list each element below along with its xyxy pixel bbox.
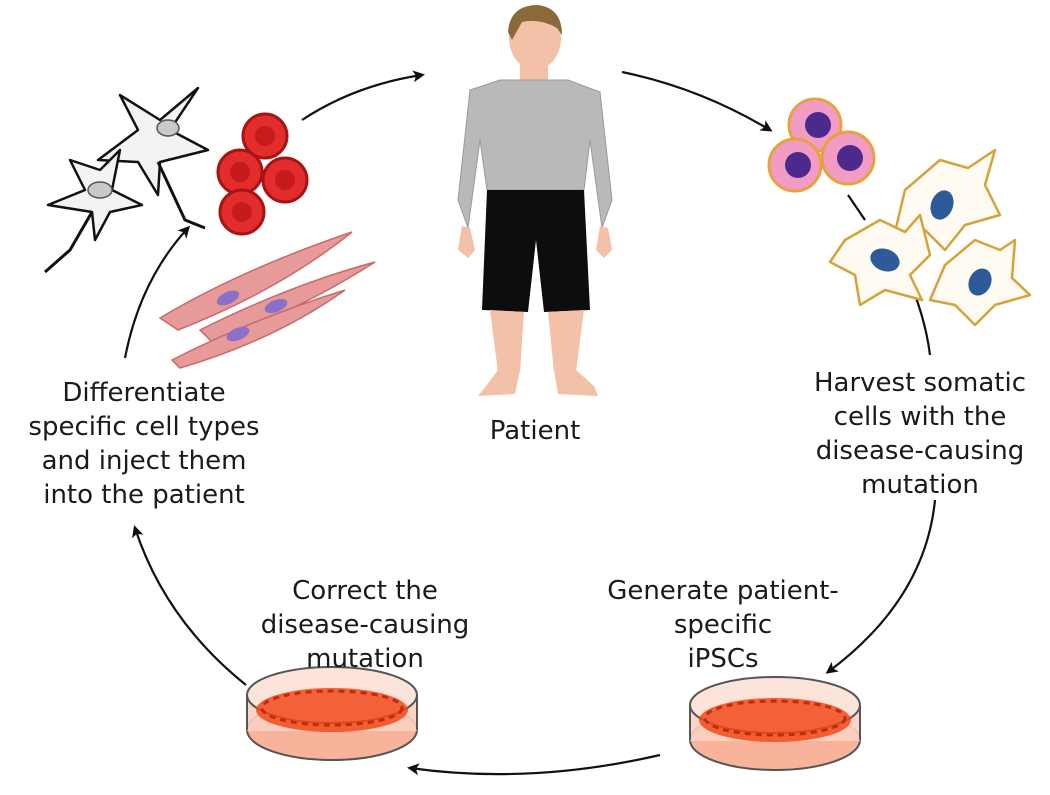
petri-dish-generate xyxy=(689,676,861,771)
arrow-differentiate-to-cells xyxy=(123,225,191,359)
differentiate-line-1: Differentiate xyxy=(62,378,226,408)
harvest-line-3: disease-causing xyxy=(815,436,1025,466)
harvest-line-1: Harvest somatic xyxy=(814,368,1026,398)
patient-figure xyxy=(457,5,613,396)
correct-line-1: Correct the xyxy=(292,576,438,606)
patient-label-text: Patient xyxy=(489,416,581,446)
differentiate-line-3: and inject them xyxy=(41,446,247,476)
harvest-step-label: Harvest somatic cells with the disease-c… xyxy=(790,366,1050,502)
differentiate-line-4: into the patient xyxy=(43,480,245,510)
differentiate-step-label: Differentiate specific cell types and in… xyxy=(4,376,284,512)
arrow-generate-to-correct xyxy=(407,753,661,776)
generate-line-1: Generate patient- xyxy=(607,576,839,606)
generate-line-3: iPSCs xyxy=(687,644,759,674)
arrow-harvest-to-generate xyxy=(825,499,937,674)
arrow-correct-to-differentiate xyxy=(132,525,247,686)
harvest-line-2: cells with the xyxy=(833,402,1007,432)
somatic-round-cells xyxy=(767,97,876,193)
patient-label: Patient xyxy=(470,414,600,448)
harvest-line-4: mutation xyxy=(861,470,979,500)
petri-dish-correct xyxy=(246,666,418,761)
correct-step-label: Correct the disease-causing mutation xyxy=(230,574,500,676)
generate-step-label: Generate patient- specific iPSCs xyxy=(578,574,868,676)
neuron-cells xyxy=(44,86,210,274)
arrow-patient-to-harvest xyxy=(621,70,773,132)
red-blood-cells xyxy=(216,112,309,236)
differentiate-line-2: specific cell types xyxy=(28,412,260,442)
generate-line-2: specific xyxy=(673,610,773,640)
muscle-cells xyxy=(158,231,376,369)
correct-line-2: disease-causing xyxy=(260,610,470,640)
fibroblast-cells xyxy=(828,148,1032,327)
arrow-cells-to-patient xyxy=(301,70,425,121)
correct-line-3: mutation xyxy=(306,644,424,674)
